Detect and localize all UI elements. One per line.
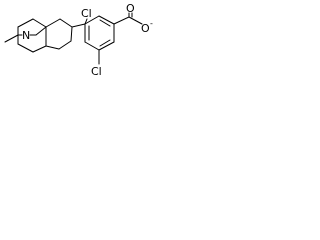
bond: [17, 18, 34, 28]
bond: [32, 45, 47, 53]
chemical-structure: N Cl Cl O O -: [4, 2, 153, 78]
bond: [71, 23, 86, 28]
bond: [32, 18, 47, 28]
bond: [84, 41, 100, 51]
tropane-bicycle: [4, 18, 73, 53]
oxygen-anion-label: O: [141, 22, 150, 35]
chlorine-top-label: Cl: [81, 7, 92, 20]
bond: [99, 19, 111, 27]
bond: [84, 15, 100, 25]
bond: [84, 18, 88, 25]
bond: [58, 40, 72, 50]
chlorine-bottom-label: Cl: [91, 65, 102, 78]
bond: [99, 39, 111, 47]
bond: [59, 18, 73, 28]
bond: [4, 34, 19, 43]
bond: [98, 41, 115, 51]
negative-charge-label: -: [150, 19, 153, 28]
bond: [70, 26, 73, 42]
bond: [128, 16, 143, 25]
bond: [45, 18, 61, 28]
oxygen-carbonyl-label: O: [126, 2, 135, 15]
nitrogen-label: N: [22, 29, 30, 42]
bond: [17, 43, 34, 53]
bond: [98, 15, 115, 25]
bond: [113, 16, 130, 25]
bond: [45, 45, 60, 50]
bond: [35, 26, 47, 36]
benzene-ring: [84, 15, 115, 51]
